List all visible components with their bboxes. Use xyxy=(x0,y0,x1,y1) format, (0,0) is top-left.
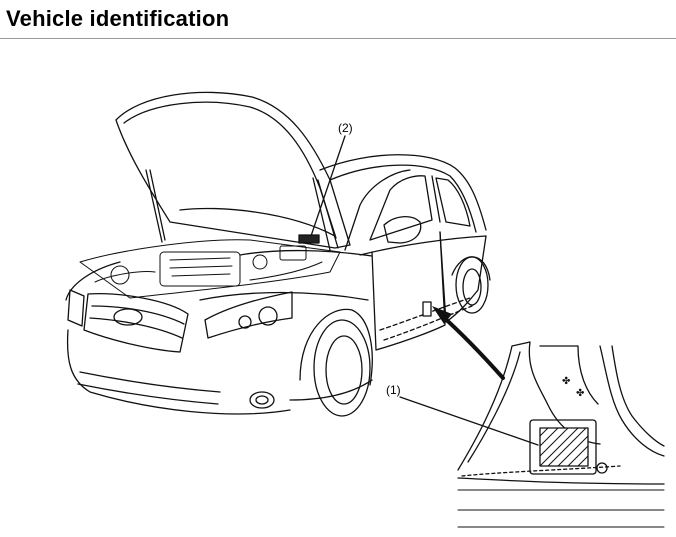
svg-text:✤: ✤ xyxy=(562,376,570,387)
engine-bay xyxy=(79,239,341,299)
title-divider xyxy=(0,38,676,39)
callout-2: (2) xyxy=(338,121,353,135)
hood-label-marker xyxy=(298,234,320,244)
leader-line-2 xyxy=(310,135,346,237)
hood-strut-left xyxy=(145,169,163,243)
pillar-label-marker xyxy=(422,301,432,317)
callout-1: (1) xyxy=(386,383,401,397)
zoom-arrow xyxy=(438,312,505,380)
car-body xyxy=(199,154,491,417)
zoomed-detail: ✤ ✤ xyxy=(457,341,665,528)
car-front xyxy=(65,261,293,415)
section-title: Vehicle identification xyxy=(6,6,230,31)
hood-strut-right xyxy=(312,177,331,251)
leader-line-1 xyxy=(399,396,539,446)
open-hood xyxy=(115,91,351,249)
zoom-arrow-head xyxy=(432,306,452,324)
svg-text:✤: ✤ xyxy=(576,388,584,399)
